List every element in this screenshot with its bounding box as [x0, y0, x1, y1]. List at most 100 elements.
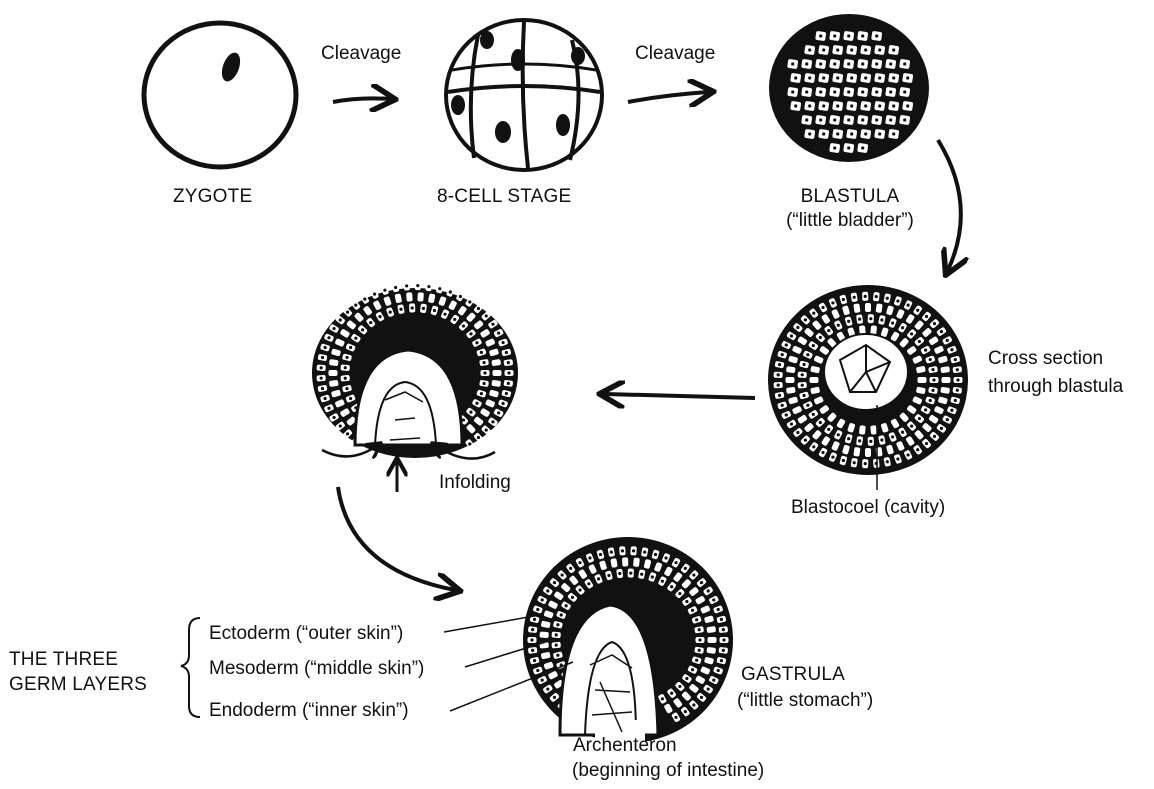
- cell-nucleus: [833, 34, 836, 37]
- cell-nucleus: [536, 669, 539, 672]
- cell-nucleus: [822, 104, 825, 107]
- cell-nucleus: [389, 311, 392, 314]
- cell-nucleus: [819, 336, 822, 339]
- cell-nucleus: [956, 368, 959, 371]
- cell-nucleus: [842, 459, 845, 462]
- cell-nucleus: [777, 373, 780, 376]
- cell-nucleus: [438, 287, 441, 290]
- blastula-drawing: [769, 14, 929, 162]
- gastrula-drawing: [523, 537, 733, 750]
- cell-nucleus: [480, 351, 483, 354]
- mesoderm-label: Mesoderm (“middle skin”): [209, 658, 424, 680]
- cell-nucleus: [864, 295, 867, 298]
- cell-nucleus: [536, 608, 539, 611]
- cell-nucleus: [416, 284, 419, 287]
- cell-nucleus: [561, 573, 564, 576]
- cell-nucleus: [808, 132, 811, 135]
- cell-nucleus: [847, 437, 850, 440]
- cell-nucleus: [507, 361, 510, 364]
- cell-nucleus: [821, 451, 824, 454]
- cell-nucleus: [698, 638, 701, 641]
- cell-nucleus: [695, 659, 698, 662]
- cell-nucleus: [698, 649, 701, 652]
- blastula-meaning: (“little bladder”): [760, 210, 940, 232]
- cell-nucleus: [892, 104, 895, 107]
- cell-nucleus: [836, 104, 839, 107]
- cell-nucleus: [427, 285, 430, 288]
- cell-nucleus: [933, 322, 936, 325]
- cell-nucleus: [850, 76, 853, 79]
- blastula-cross-section-drawing: [768, 285, 968, 490]
- cell-nucleus: [861, 118, 864, 121]
- cell-nucleus: [906, 76, 909, 79]
- cell-nucleus: [707, 687, 710, 690]
- cell-nucleus: [833, 118, 836, 121]
- cell-nucleus: [931, 368, 934, 371]
- cell: [786, 377, 795, 383]
- cell-nucleus: [925, 442, 928, 445]
- cell: [622, 557, 628, 566]
- cell-nucleus: [878, 104, 881, 107]
- cell-nucleus: [801, 384, 804, 387]
- cell-nucleus: [833, 146, 836, 149]
- cell: [708, 637, 717, 643]
- cell-nucleus: [886, 297, 889, 300]
- cell-nucleus: [903, 90, 906, 93]
- cell-nucleus: [806, 353, 809, 356]
- blastula-cells: [787, 31, 913, 153]
- cell-nucleus: [491, 323, 494, 326]
- cell-nucleus: [684, 710, 687, 713]
- germ-layers-title-line1: THE THREE: [9, 649, 118, 671]
- cell-nucleus: [892, 48, 895, 51]
- cell-nucleus: [531, 649, 534, 652]
- cell-nucleus: [553, 581, 556, 584]
- cell: [942, 377, 951, 383]
- cell-nucleus: [833, 90, 836, 93]
- cell: [493, 370, 502, 376]
- cell-nucleus: [864, 104, 867, 107]
- cell-nucleus: [819, 34, 822, 37]
- cell-nucleus: [720, 659, 723, 662]
- cleavage-arrow-1: [333, 98, 390, 102]
- cell-nucleus: [571, 596, 574, 599]
- cell: [406, 292, 413, 301]
- cell-nucleus: [822, 132, 825, 135]
- cell: [633, 557, 640, 567]
- cell-nucleus: [449, 290, 452, 293]
- cell-nucleus: [918, 340, 921, 343]
- cell-nucleus: [891, 321, 894, 324]
- cell-nucleus: [861, 146, 864, 149]
- cell-nucleus: [836, 132, 839, 135]
- cell-nucleus: [661, 580, 664, 583]
- cell-nucleus: [588, 556, 591, 559]
- cell-nucleus: [794, 76, 797, 79]
- cell-nucleus: [453, 318, 456, 321]
- cell-nucleus: [469, 411, 472, 414]
- cell-nucleus: [847, 320, 850, 323]
- cell-nucleus: [553, 696, 556, 699]
- cell-nucleus: [808, 48, 811, 51]
- cell-nucleus: [654, 553, 657, 556]
- cell-nucleus: [502, 402, 505, 405]
- zygote-drawing: [144, 23, 296, 167]
- cell-nucleus: [722, 649, 725, 652]
- cell-nucleus: [578, 561, 581, 564]
- cell-nucleus: [505, 392, 508, 395]
- cell-nucleus: [462, 324, 465, 327]
- cell-nucleus: [555, 633, 558, 636]
- cell-nucleus: [819, 118, 822, 121]
- cell-nucleus: [896, 457, 899, 460]
- cell-nucleus: [889, 118, 892, 121]
- cell-nucleus: [670, 692, 673, 695]
- cell-nucleus: [950, 348, 953, 351]
- cell-nucleus: [812, 312, 815, 315]
- cleavage-label-1: Cleavage: [321, 43, 401, 65]
- cell-nucleus: [781, 404, 784, 407]
- cell-nucleus: [469, 332, 472, 335]
- cell-nucleus: [482, 361, 485, 364]
- cell: [870, 425, 877, 435]
- cell-nucleus: [443, 313, 446, 316]
- cell-nucleus: [822, 48, 825, 51]
- cell-nucleus: [869, 440, 872, 443]
